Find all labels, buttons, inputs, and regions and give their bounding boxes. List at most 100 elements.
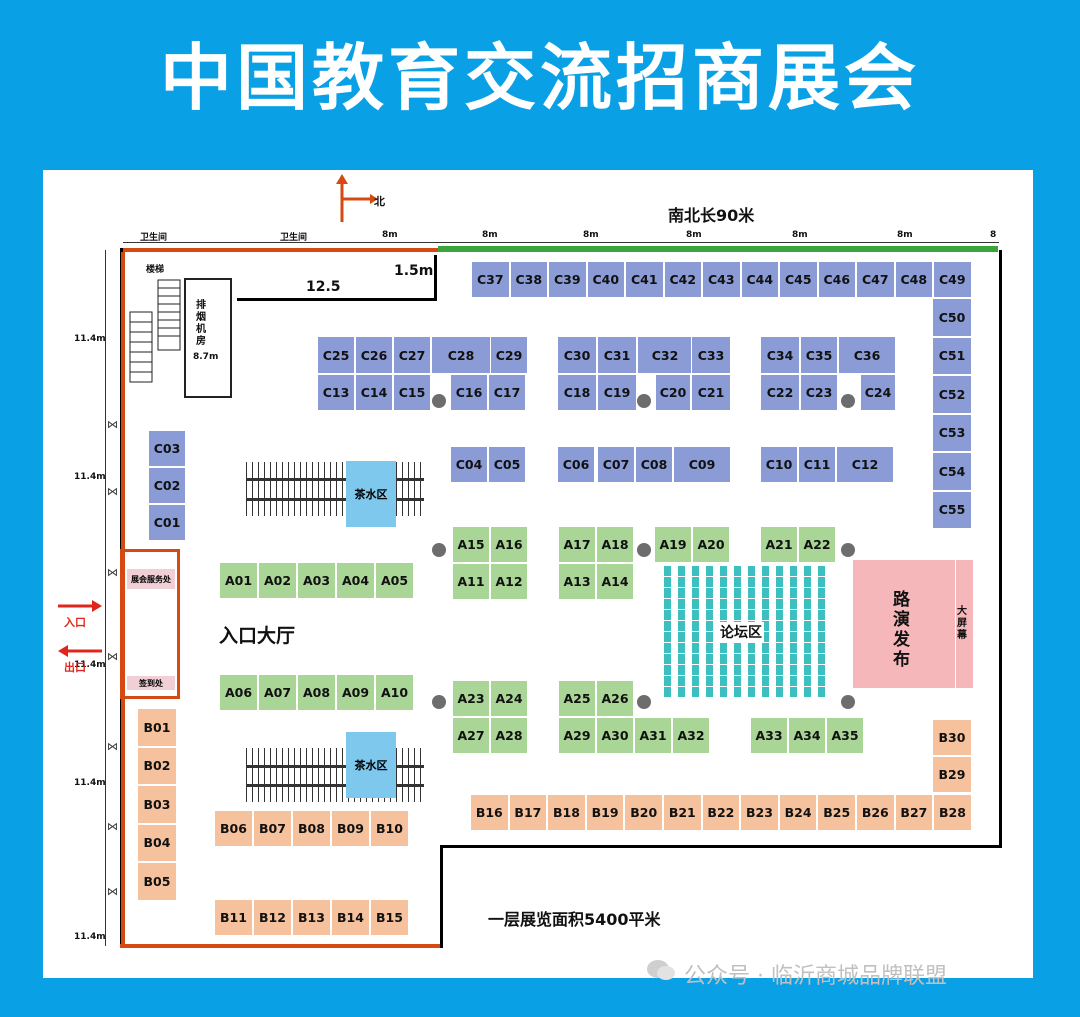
booth-c33[interactable]: C33 [691, 336, 731, 374]
booth-b20[interactable]: B20 [624, 794, 663, 831]
booth-c37[interactable]: C37 [471, 261, 510, 298]
booth-c49[interactable]: C49 [933, 261, 972, 298]
booth-a29[interactable]: A29 [558, 717, 596, 754]
booth-c05[interactable]: C05 [488, 446, 526, 483]
booth-c23[interactable]: C23 [800, 374, 838, 411]
booth-a09[interactable]: A09 [336, 674, 375, 711]
booth-c27[interactable]: C27 [393, 336, 431, 374]
booth-b17[interactable]: B17 [508, 794, 548, 831]
booth-c13[interactable]: C13 [317, 374, 355, 411]
booth-c34[interactable]: C34 [760, 336, 800, 374]
booth-b05[interactable]: B05 [137, 862, 177, 901]
booth-b30[interactable]: B30 [932, 719, 972, 756]
booth-b14[interactable]: B14 [331, 899, 370, 936]
booth-b09[interactable]: B09 [331, 810, 370, 847]
booth-c06[interactable]: C06 [557, 446, 595, 483]
booth-c12[interactable]: C12 [836, 446, 894, 483]
booth-c01[interactable]: C01 [148, 504, 186, 541]
booth-c26[interactable]: C26 [355, 336, 393, 374]
booth-b25[interactable]: B25 [817, 794, 856, 831]
booth-c48[interactable]: C48 [894, 261, 933, 298]
booth-c42[interactable]: C42 [663, 261, 702, 298]
booth-a04[interactable]: A04 [336, 562, 375, 599]
booth-c25[interactable]: C25 [317, 336, 355, 374]
booth-a22[interactable]: A22 [798, 526, 836, 563]
booth-a27[interactable]: A27 [452, 717, 490, 754]
booth-a06[interactable]: A06 [219, 674, 258, 711]
booth-c11[interactable]: C11 [798, 446, 836, 483]
booth-c09[interactable]: C09 [673, 446, 731, 483]
booth-a03[interactable]: A03 [297, 562, 336, 599]
booth-c10[interactable]: C10 [760, 446, 798, 483]
booth-c51[interactable]: C51 [932, 336, 972, 375]
booth-c39[interactable]: C39 [548, 261, 587, 298]
booth-b22[interactable]: B22 [701, 794, 741, 831]
booth-c24[interactable]: C24 [860, 374, 896, 411]
booth-c20[interactable]: C20 [655, 374, 691, 411]
booth-c46[interactable]: C46 [817, 261, 856, 298]
booth-a21[interactable]: A21 [760, 526, 798, 563]
booth-a26[interactable]: A26 [596, 680, 634, 717]
booth-c52[interactable]: C52 [932, 375, 972, 414]
booth-b08[interactable]: B08 [292, 810, 331, 847]
booth-b12[interactable]: B12 [253, 899, 292, 936]
booth-c19[interactable]: C19 [597, 374, 637, 411]
booth-c08[interactable]: C08 [635, 446, 673, 483]
booth-c16[interactable]: C16 [450, 374, 488, 411]
booth-c53[interactable]: C53 [932, 413, 972, 452]
booth-a02[interactable]: A02 [258, 562, 297, 599]
booth-b03[interactable]: B03 [137, 785, 177, 824]
booth-c22[interactable]: C22 [760, 374, 800, 411]
booth-c18[interactable]: C18 [557, 374, 597, 411]
booth-c03[interactable]: C03 [148, 430, 186, 467]
booth-a25[interactable]: A25 [558, 680, 596, 717]
booth-b07[interactable]: B07 [253, 810, 292, 847]
booth-a23[interactable]: A23 [452, 680, 490, 717]
booth-c17[interactable]: C17 [488, 374, 526, 411]
booth-c45[interactable]: C45 [779, 261, 818, 298]
booth-a13[interactable]: A13 [558, 563, 596, 600]
booth-c28[interactable]: C28 [431, 336, 491, 374]
booth-b27[interactable]: B27 [894, 794, 934, 831]
booth-c43[interactable]: C43 [702, 261, 741, 298]
booth-b28[interactable]: B28 [933, 794, 972, 831]
booth-a01[interactable]: A01 [219, 562, 258, 599]
booth-c55[interactable]: C55 [932, 490, 972, 529]
booth-a19[interactable]: A19 [654, 526, 692, 563]
booth-b18[interactable]: B18 [547, 794, 586, 831]
booth-c35[interactable]: C35 [800, 336, 838, 374]
booth-b23[interactable]: B23 [740, 794, 779, 831]
booth-b15[interactable]: B15 [370, 899, 409, 936]
booth-c41[interactable]: C41 [625, 261, 664, 298]
booth-c02[interactable]: C02 [148, 467, 186, 504]
booth-a10[interactable]: A10 [375, 674, 414, 711]
booth-b19[interactable]: B19 [585, 794, 625, 831]
booth-a32[interactable]: A32 [672, 717, 710, 754]
booth-a31[interactable]: A31 [634, 717, 672, 754]
booth-b13[interactable]: B13 [292, 899, 331, 936]
booth-c04[interactable]: C04 [450, 446, 488, 483]
booth-b04[interactable]: B04 [137, 823, 177, 862]
booth-a05[interactable]: A05 [375, 562, 414, 599]
booth-c15[interactable]: C15 [393, 374, 431, 411]
booth-b21[interactable]: B21 [663, 794, 702, 831]
booth-c47[interactable]: C47 [856, 261, 895, 298]
booth-c29[interactable]: C29 [490, 336, 528, 374]
booth-c30[interactable]: C30 [557, 336, 597, 374]
booth-c40[interactable]: C40 [586, 261, 625, 298]
booth-a28[interactable]: A28 [490, 717, 528, 754]
booth-b11[interactable]: B11 [214, 899, 253, 936]
booth-b02[interactable]: B02 [137, 746, 177, 785]
booth-c32[interactable]: C32 [637, 336, 693, 374]
booth-b24[interactable]: B24 [778, 794, 818, 831]
booth-a11[interactable]: A11 [452, 563, 490, 600]
booth-c07[interactable]: C07 [597, 446, 635, 483]
booth-b29[interactable]: B29 [932, 756, 972, 793]
booth-c36[interactable]: C36 [838, 336, 896, 374]
booth-a08[interactable]: A08 [297, 674, 336, 711]
booth-b26[interactable]: B26 [856, 794, 895, 831]
booth-c44[interactable]: C44 [740, 261, 779, 298]
booth-c31[interactable]: C31 [597, 336, 637, 374]
booth-b06[interactable]: B06 [214, 810, 253, 847]
booth-b16[interactable]: B16 [470, 794, 509, 831]
